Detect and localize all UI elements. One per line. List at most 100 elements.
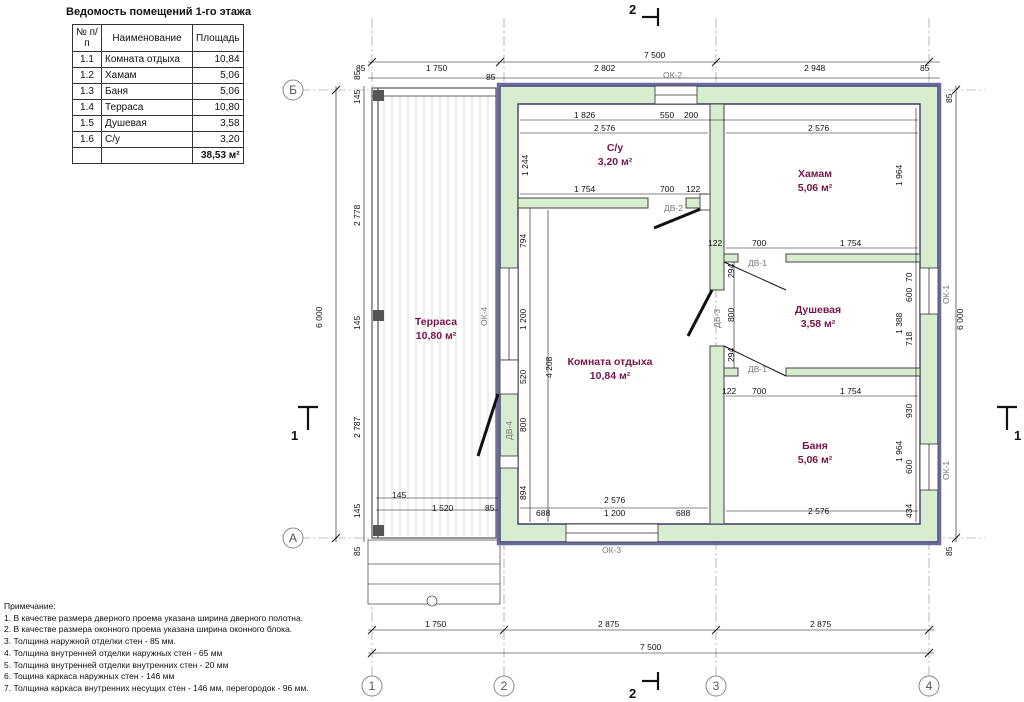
element-tags: ОК-2 ОК-3 ОК-1 ОК-1 ОК-4 ДВ-4 ДВ-2 ДВ-3 … [479,70,951,555]
row-area: 3,20 [192,131,244,148]
tag-ok1: ОК-1 [941,285,951,304]
dim-rest: 4 208 [544,356,554,378]
dim-rest: 688 [676,508,690,518]
dim-right: 85 [944,93,954,103]
empty-cell [101,147,193,164]
tag-dv2: ДВ-2 [664,203,683,213]
note-item: 2. В качестве размера оконного проема ук… [4,624,293,635]
dim-su: 1 244 [520,154,530,176]
dim-left: 145 [352,316,362,330]
axis-a: А [289,531,297,545]
dim-top: 2 802 [594,63,616,73]
axis-labels: Б А 1 2 3 4 [289,83,933,693]
dim-height: 6 000 [314,306,324,328]
total-area: 38,53 м² [192,147,244,164]
tag-dv3: ДВ-3 [712,309,722,328]
terrace-decking [383,96,489,536]
dim-banya: 1 964 [894,440,904,462]
table-header-row: № п/п Наименование Площадь [72,24,244,52]
col-header-name: Наименование [101,24,193,52]
dim-left: 2 787 [352,416,362,438]
dim-hamam: 1 754 [840,238,862,248]
dim-shower: 1 754 [840,386,862,396]
dim-bottom: 2 875 [598,619,620,629]
dim-shower: 294 [726,264,736,278]
dim-hamam: 122 [708,238,722,248]
windows [499,85,939,543]
section-2-bottom: 2 [629,686,636,701]
doors [476,204,714,457]
dimension-labels: 7 500 85 1 750 85 2 802 2 948 85 1 750 2… [314,50,965,652]
dim-bottom: 1 750 [425,619,447,629]
door-leaf-dv4 [476,393,500,457]
dim-rest: 688 [536,508,550,518]
room-hamam-area: 5,06 м² [798,182,833,194]
dim-height-right: 6 000 [955,308,965,330]
terrace-steps [367,539,501,607]
dim-shower: 70 [904,272,914,282]
room-su-name: С/у [607,142,624,154]
dim-su: 122 [686,184,700,194]
dim-top: 2 948 [804,63,826,73]
outer-finish [496,82,942,546]
dim-hamam: 700 [752,238,766,248]
dim-bottom: 2 875 [810,619,832,629]
dim-shower: 122 [722,386,736,396]
note-item: 6. Тощина каркаса наружных стен - 146 мм [4,671,175,682]
dim-banya: 600 [904,460,914,474]
dim-shower: 294 [726,348,736,362]
section-marks [298,8,1017,690]
terrace [367,87,501,607]
room-hamam-name: Хамам [798,168,832,180]
note-item: 7. Толщина каркаса внутренних несущих ст… [4,682,309,693]
dim-su: 550 [660,110,674,120]
axis-bubbles [282,79,940,697]
table-total-row: 38,53 м² [72,147,244,164]
dim-right: 85 [944,546,954,556]
dim-shower: 700 [752,386,766,396]
post [373,525,384,536]
dim-rest: 1 200 [518,308,528,330]
door-leaf-dv3 [686,289,714,337]
tag-ok1: ОК-1 [941,461,951,480]
dim-shower: 800 [726,308,736,322]
axis-b: Б [289,83,297,97]
tag-dv4: ДВ-4 [504,421,514,440]
dim-left: 85 [352,546,362,556]
post [373,90,384,101]
schedule-title: Ведомость помещений 1-го этажа [66,6,252,18]
room-terrace-area: 10,80 м² [416,330,457,342]
room-banya-area: 5,06 м² [798,454,833,466]
tag-ok3: ОК-3 [602,545,621,555]
dim-rest: 85 [485,503,495,513]
interior-walls [517,103,921,525]
axis-4: 4 [926,679,933,693]
dim-su: 700 [660,184,674,194]
room-rest-name: Комната отдыха [568,356,653,368]
axis-2: 2 [501,679,508,693]
dim-su: 1 826 [574,110,596,120]
dim-rest: 1 520 [432,503,454,513]
dim-left: 85 [352,70,362,80]
dim-top: 85 [920,63,930,73]
post [373,310,384,321]
door-swings [723,261,787,377]
dim-total-width-bottom: 7 500 [640,642,662,652]
section-1-left: 1 [291,428,298,443]
dim-hamam: 1 964 [894,164,904,186]
room-su-area: 3,20 м² [598,156,633,168]
dim-banya: 2 576 [808,506,830,516]
dim-shower: 600 [904,288,914,302]
room-rest-area: 10,84 м² [590,370,631,382]
tag-dv1: ДВ-1 [748,364,767,374]
dim-left: 145 [352,504,362,518]
dim-top: 85 [356,63,366,73]
dim-rest: 2 576 [604,495,626,505]
dim-top: 85 [486,72,496,82]
note-item: 4. Толщина внутренней отделки наружных с… [4,647,223,658]
dim-top: 1 750 [426,63,448,73]
dim-total-width: 7 500 [644,50,666,60]
